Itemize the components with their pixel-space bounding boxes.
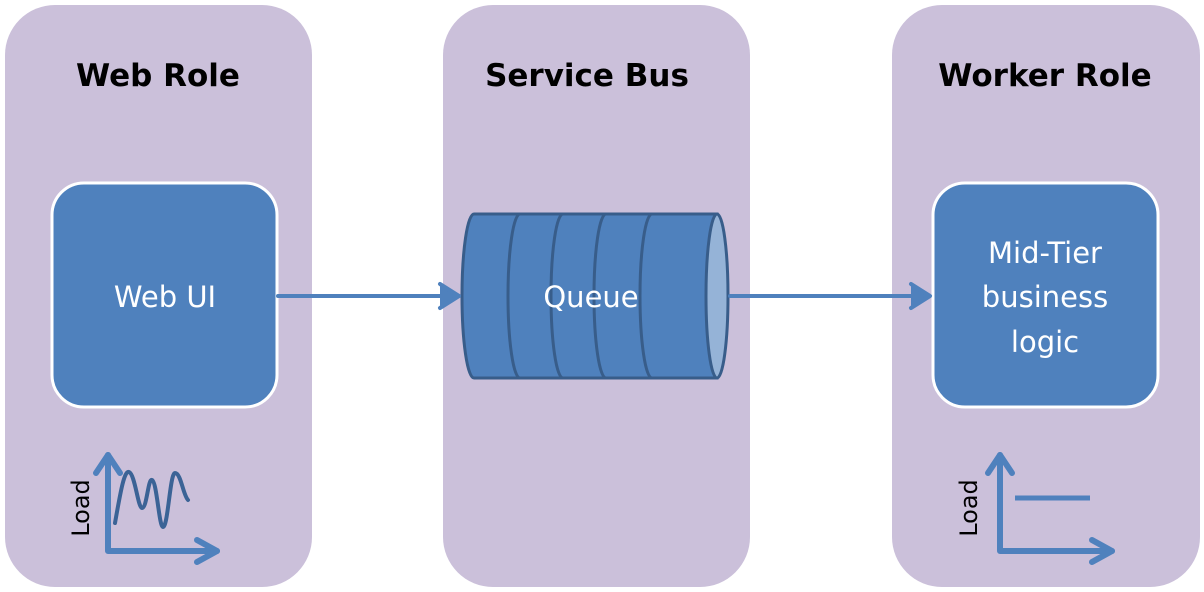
queue-label: Queue (543, 280, 638, 314)
worker-load-axis-label: Load (955, 479, 983, 537)
web-load-wave (113, 470, 190, 530)
arrow-queue-to-worker (728, 282, 932, 310)
web-ui-label: Web UI (114, 280, 216, 314)
web-load-axes (93, 452, 220, 565)
arrow-web-to-queue (276, 282, 461, 310)
mid-tier-box (931, 181, 1160, 409)
mid-tier-label-line-3: logic (1011, 325, 1079, 359)
worker-role-title: Worker Role (938, 58, 1151, 94)
worker-load-axes (985, 452, 1115, 565)
web-role-title: Web Role (76, 58, 240, 94)
queue-end-cap (704, 212, 730, 380)
mid-tier-label-line-1: Mid-Tier (988, 236, 1102, 270)
worker-load-chart: Load (955, 452, 1115, 565)
web-load-axis-label: Load (67, 479, 95, 537)
service-bus-title: Service Bus (485, 58, 689, 94)
web-load-chart: Load (67, 452, 220, 565)
mid-tier-label-line-2: business (982, 280, 1108, 314)
queue-cylinder (460, 212, 730, 380)
